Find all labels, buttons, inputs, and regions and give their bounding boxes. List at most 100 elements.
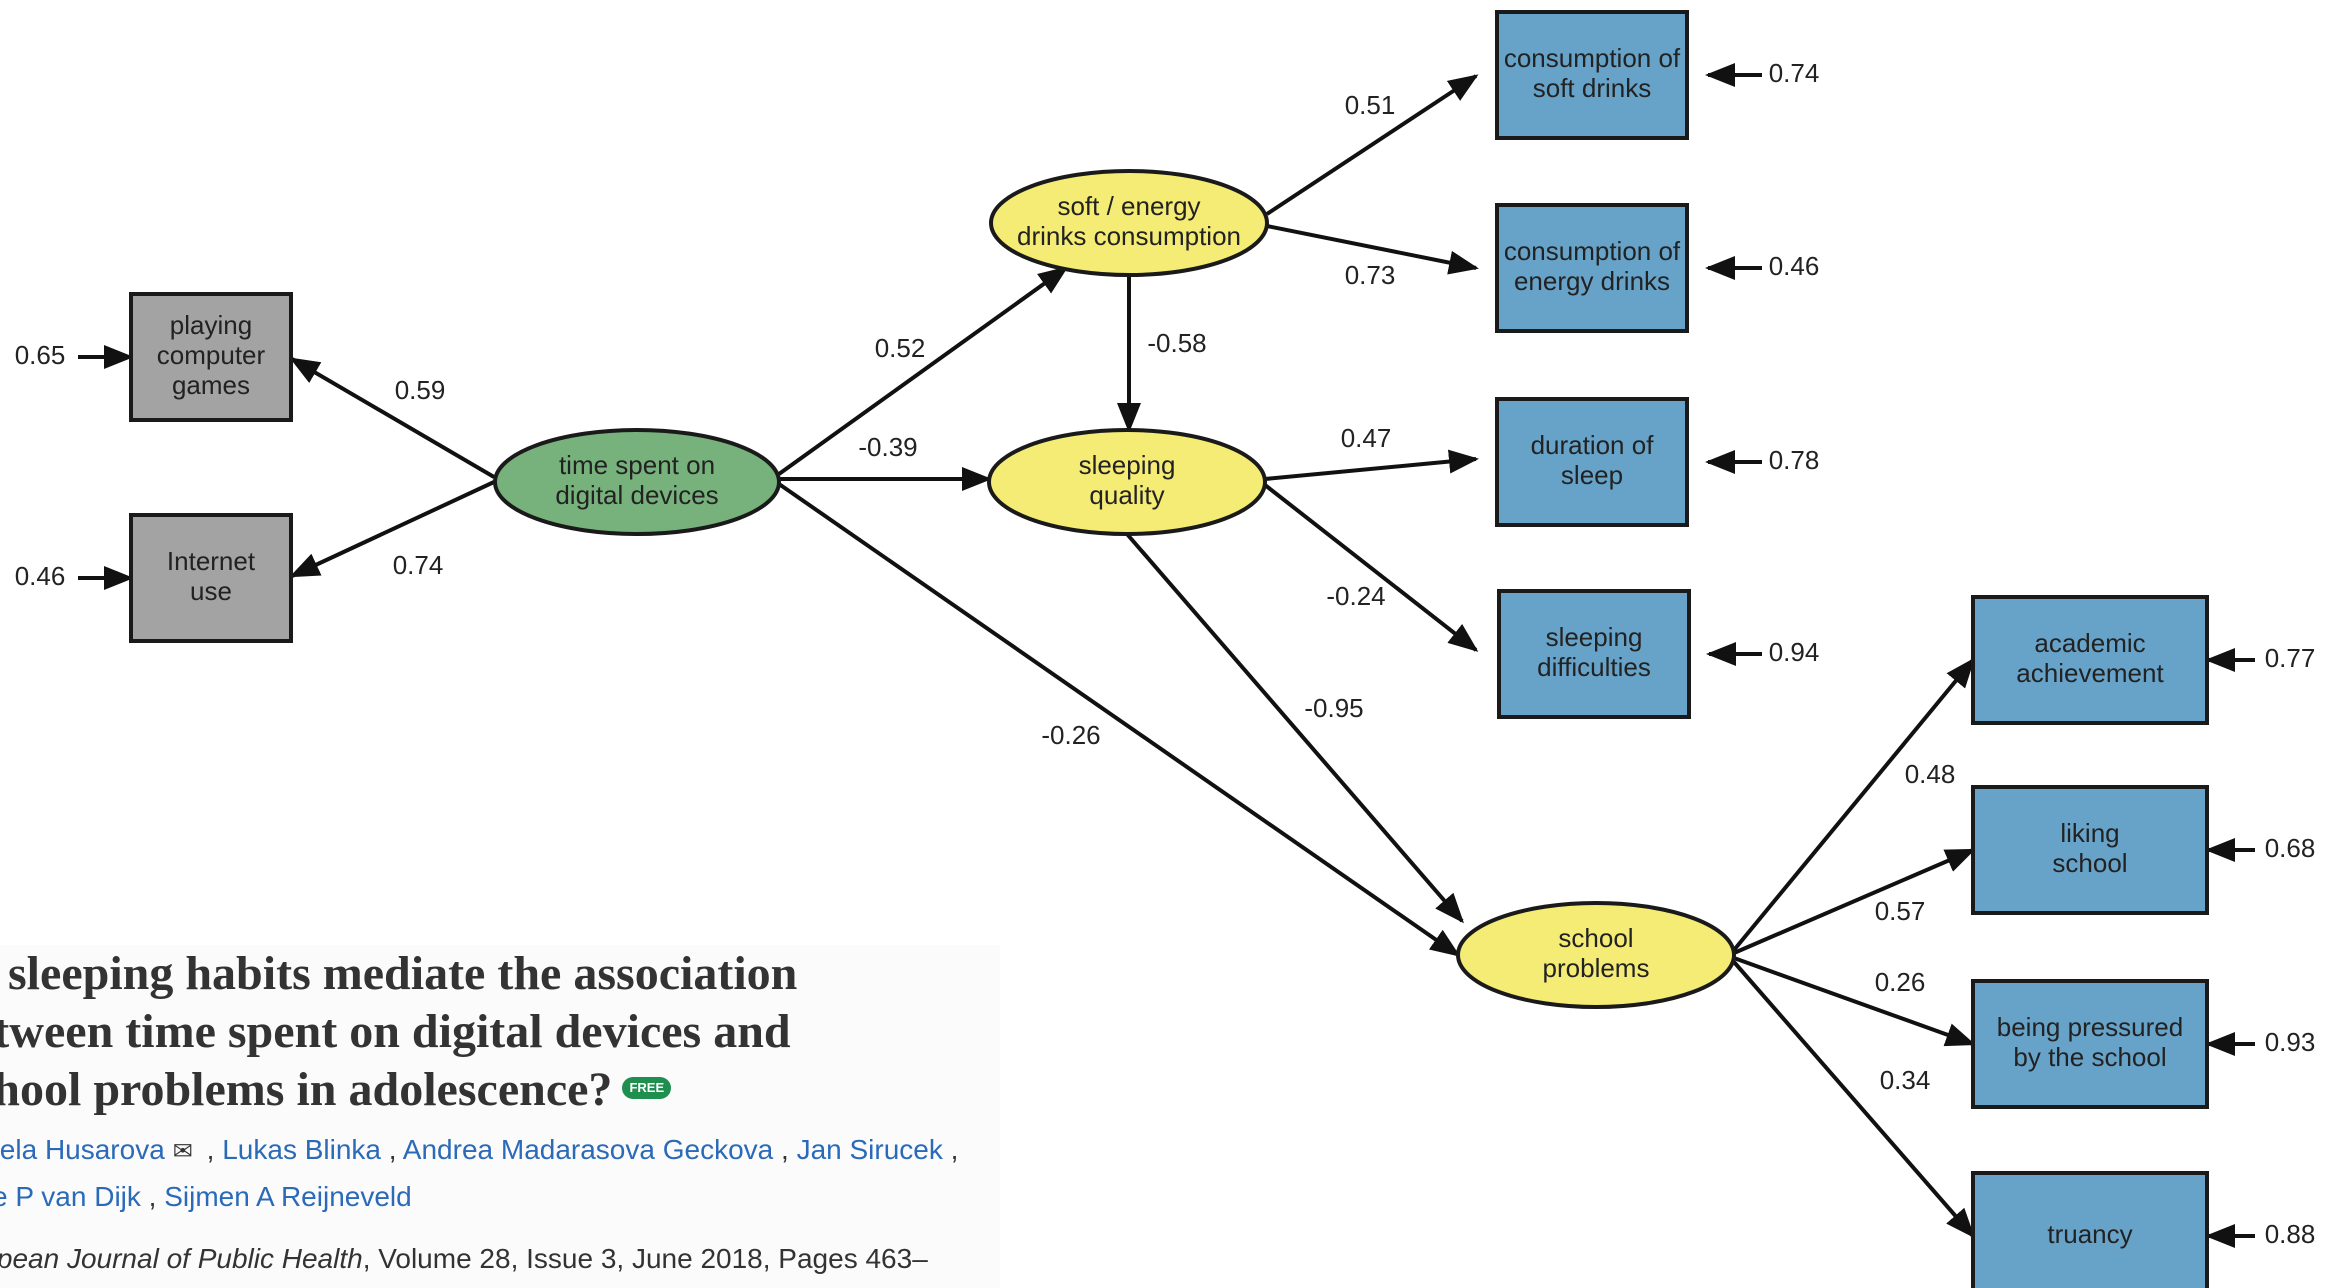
variable-label: duration of — [1531, 430, 1655, 460]
path-arrow-school-to-pressured — [1733, 956, 1976, 1047]
variable-label: problems — [1543, 953, 1650, 983]
error-variance-label: 0.77 — [2265, 643, 2316, 673]
author-line: niela Husarova ✉ , Lukas Blinka , Andrea … — [0, 1127, 978, 1174]
path-arrow-school-to-academic — [1732, 657, 1975, 952]
variable-box — [1495, 397, 1689, 527]
variable-box — [129, 292, 293, 422]
article-title-line: chool problems in adolescence?FREE — [0, 1061, 972, 1119]
variable-box — [1971, 785, 2209, 915]
variable-label: by the school — [2013, 1042, 2166, 1072]
variable-box — [1495, 10, 1689, 140]
variable-ellipse — [989, 169, 1269, 277]
variable-label: soft / energy — [1057, 191, 1200, 221]
variable-label: sleeping — [1079, 450, 1176, 480]
variable-label: use — [190, 576, 232, 606]
variable-label: consumption of — [1504, 43, 1681, 73]
variable-label: school — [1558, 923, 1633, 953]
path-coefficient: 0.73 — [1345, 260, 1396, 290]
path-arrow-time-to-school — [777, 482, 1461, 957]
path-arrow-time-to-internet — [289, 480, 495, 578]
path-arrow-softenergy-to-softdrinks — [1265, 74, 1479, 216]
author-line: se P van Dijk , Sijmen A Reijneveld — [0, 1174, 978, 1219]
article-title-line: o sleeping habits mediate the associatio… — [0, 947, 798, 1000]
error-variance-label: 0.93 — [2265, 1027, 2316, 1057]
article-title-line: etween time spent on digital devices and — [0, 1005, 791, 1058]
variable-label: energy drinks — [1514, 266, 1670, 296]
observed-variable-truancy: truancy — [1971, 1171, 2209, 1288]
variable-box — [1497, 589, 1691, 719]
variable-label: digital devices — [555, 480, 718, 510]
variable-box — [1971, 1171, 2209, 1288]
path-coefficient: 0.52 — [875, 333, 926, 363]
error-variance-label: 0.74 — [1769, 58, 1820, 88]
free-badge: FREE — [622, 1076, 672, 1099]
path-arrow-sleeping-to-school — [1125, 532, 1464, 924]
path-arrow-school-to-liking — [1733, 848, 1976, 955]
error-variance-label: 0.94 — [1769, 637, 1820, 667]
variable-label: school — [2052, 848, 2127, 878]
variable-label: consumption of — [1504, 236, 1681, 266]
article-card: o sleeping habits mediate the associatio… — [0, 945, 1000, 1288]
variable-box — [1495, 203, 1689, 333]
path-coefficient: -0.95 — [1304, 693, 1363, 723]
path-coefficient: -0.24 — [1326, 581, 1385, 611]
variable-label: games — [172, 370, 250, 400]
path-arrow-time-to-playing — [289, 357, 496, 479]
variable-box — [129, 513, 293, 643]
author-link[interactable]: Jan Sirucek — [796, 1134, 943, 1165]
error-variance-label: 0.65 — [15, 340, 66, 370]
journal-name: ropean Journal of Public Health — [0, 1243, 363, 1274]
variable-label: Internet — [167, 546, 256, 576]
author-separator: , — [381, 1134, 403, 1165]
author-link[interactable]: Lukas Blinka — [222, 1134, 381, 1165]
error-variance-label: 0.88 — [2265, 1219, 2316, 1249]
journal-citation: ropean Journal of Public Health, Volume … — [0, 1243, 1000, 1275]
path-coefficient: 0.26 — [1875, 967, 1926, 997]
author-separator: , — [773, 1134, 797, 1165]
path-coefficient: -0.39 — [858, 432, 917, 462]
variable-label: drinks consumption — [1017, 221, 1241, 251]
variable-ellipse — [987, 428, 1267, 536]
variable-box — [1971, 979, 2209, 1109]
variable-ellipse — [1456, 901, 1736, 1009]
path-arrow-sleeping-to-difficulties — [1263, 483, 1479, 652]
author-link[interactable]: se P van Dijk — [0, 1181, 141, 1212]
author-link[interactable]: niela Husarova — [0, 1134, 165, 1165]
author-separator: , — [140, 1181, 165, 1212]
path-coefficient: -0.26 — [1041, 720, 1100, 750]
path-coefficient: 0.74 — [393, 550, 444, 580]
author-separator: , — [942, 1134, 959, 1165]
variable-box — [1971, 595, 2209, 725]
path-coefficient: 0.34 — [1880, 1065, 1931, 1095]
variable-label: sleep — [1561, 460, 1623, 490]
variable-label: time spent on — [559, 450, 715, 480]
variable-label: truancy — [2047, 1219, 2132, 1249]
variable-label: soft drinks — [1533, 73, 1652, 103]
email-icon[interactable]: ✉ — [172, 1138, 193, 1165]
author-list: niela Husarova ✉ , Lukas Blinka , Andrea … — [0, 1127, 978, 1219]
author-link[interactable]: Sijmen A Reijneveld — [164, 1181, 412, 1212]
author-link[interactable]: Andrea Madarasova Geckova — [402, 1134, 774, 1165]
variable-label: being pressured — [1997, 1012, 2183, 1042]
article-title[interactable]: o sleeping habits mediate the associatio… — [0, 945, 972, 1119]
error-variance-label: 0.46 — [15, 561, 66, 591]
error-variance-label: 0.78 — [1769, 445, 1820, 475]
author-separator: , — [198, 1134, 223, 1165]
path-coefficient: -0.58 — [1147, 328, 1206, 358]
journal-details: , Volume 28, Issue 3, June 2018, Pages 4… — [362, 1243, 928, 1274]
path-arrow-school-to-truancy — [1732, 960, 1975, 1239]
path-arrow-sleeping-to-duration — [1264, 449, 1479, 481]
